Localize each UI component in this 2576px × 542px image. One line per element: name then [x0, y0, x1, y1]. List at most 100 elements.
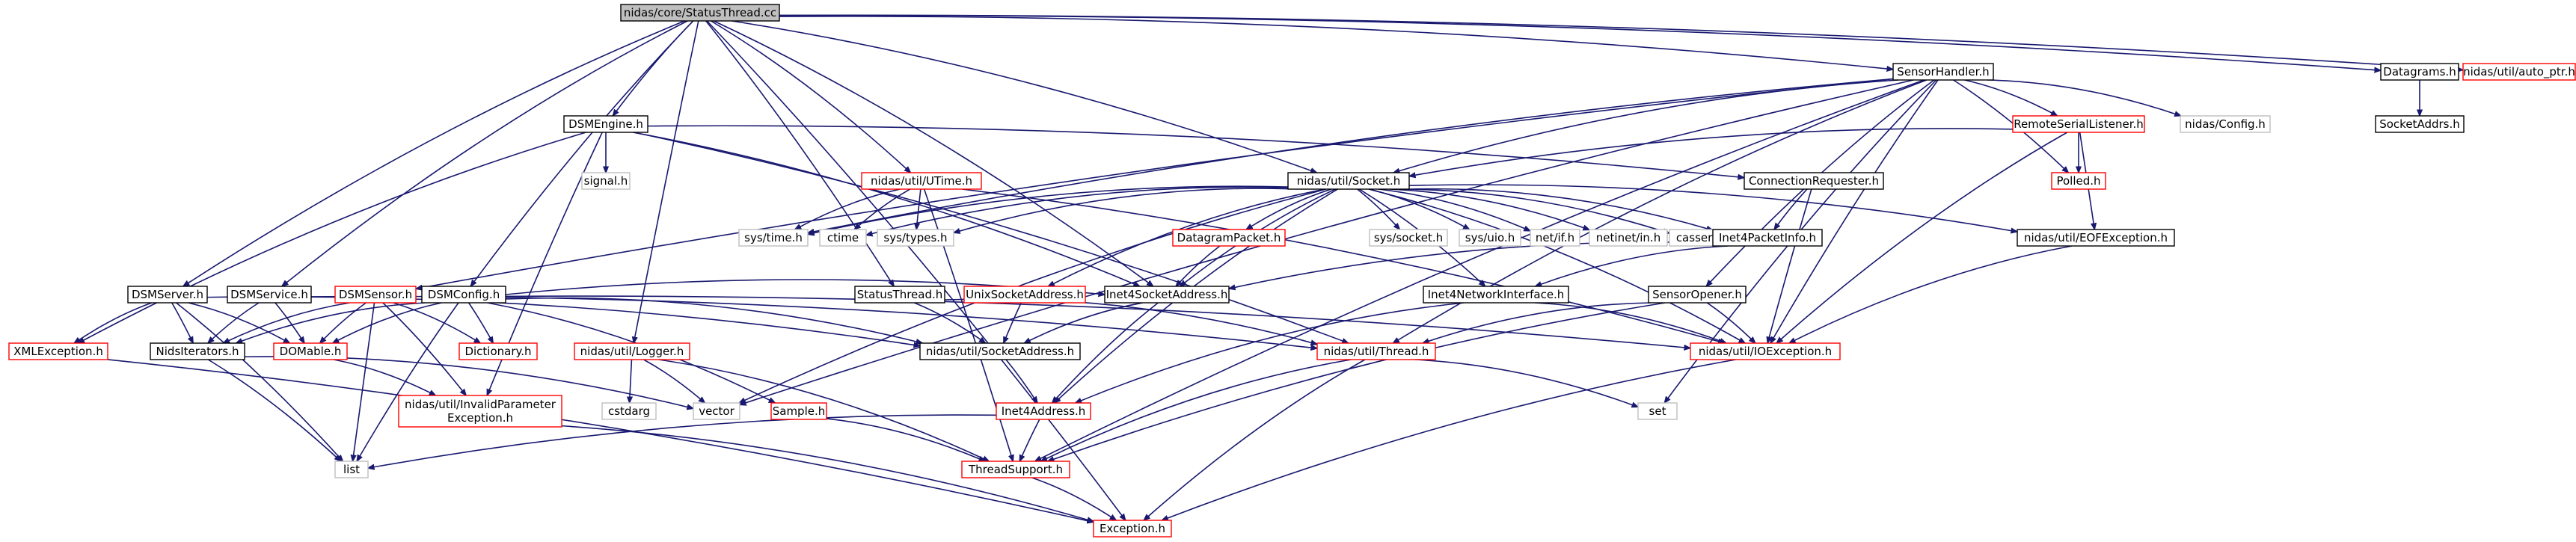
- node-netinetin[interactable]: netinet/in.h: [1589, 229, 1668, 247]
- node-sample[interactable]: Sample.h: [770, 402, 827, 420]
- node-inet4netif[interactable]: Inet4NetworkInterface.h: [1423, 286, 1569, 304]
- node-label-dsmsensor: DSMSensor.h: [339, 288, 412, 301]
- node-label-dsmserver: DSMServer.h: [132, 288, 203, 301]
- edge-socket-to-eofexception: [1408, 184, 2017, 232]
- edge-utime-to-threadsupport: [923, 188, 1013, 461]
- node-box-inet4address: [996, 402, 1091, 420]
- node-netif[interactable]: net/if.h: [1530, 229, 1580, 247]
- node-label-connreq: ConnectionRequester.h: [1749, 174, 1879, 188]
- node-utime[interactable]: nidas/util/UTime.h: [861, 172, 982, 190]
- edge-sensoropener-to-thread: [1423, 302, 1651, 343]
- node-dsmsensor[interactable]: DSMSensor.h: [334, 286, 417, 304]
- node-dsmengine[interactable]: DSMEngine.h: [563, 115, 648, 133]
- edge-root-to-utime: [711, 20, 910, 173]
- node-label-invalidparam: nidas/util/InvalidParameter: [405, 398, 556, 411]
- node-label-socket: nidas/util/Socket.h: [1297, 174, 1401, 188]
- node-statusthread[interactable]: StatusThread.h: [854, 286, 945, 304]
- edge-socket-to-systypes: [954, 188, 1289, 232]
- edge-socket-to-vector: [739, 188, 1327, 404]
- node-dsmservice[interactable]: DSMService.h: [227, 286, 312, 304]
- node-thread[interactable]: nidas/util/Thread.h: [1316, 342, 1436, 360]
- node-dictionary[interactable]: Dictionary.h: [459, 342, 538, 360]
- node-threadsupport[interactable]: ThreadSupport.h: [961, 461, 1070, 478]
- node-systime[interactable]: sys/time.h: [738, 229, 809, 247]
- node-socketaddrs[interactable]: SocketAddrs.h: [2375, 115, 2465, 133]
- edge-remoteserial-to-socket: [1409, 128, 2014, 176]
- node-root[interactable]: nidas/core/StatusThread.cc: [620, 4, 780, 22]
- node-polled[interactable]: Polled.h: [2051, 172, 2106, 190]
- edge-xmlexception-to-exception: [107, 359, 1094, 523]
- node-box-socketaddress: [919, 342, 1081, 360]
- node-label-ctime: ctime: [827, 231, 859, 244]
- edge-inet4socketaddress-to-inet4address: [1052, 302, 1159, 403]
- node-ctime[interactable]: ctime: [819, 229, 867, 247]
- edge-remoteserial-to-ioexception: [1776, 132, 2068, 343]
- node-datagrampacket[interactable]: DatagramPacket.h: [1172, 229, 1286, 247]
- node-xmlexception[interactable]: XMLException.h: [8, 342, 108, 360]
- node-dsmserver[interactable]: DSMServer.h: [127, 286, 208, 304]
- node-label-vector: vector: [699, 404, 735, 418]
- node-domable[interactable]: DOMable.h: [273, 342, 348, 360]
- edge-sensorhandler-to-systime: [808, 78, 1894, 233]
- node-sensorhandler[interactable]: SensorHandler.h: [1892, 63, 1994, 81]
- edge-root-to-dsmconfig: [470, 20, 694, 286]
- node-autoptr[interactable]: nidas/util/auto_ptr.h: [2462, 63, 2576, 81]
- node-dsmconfig[interactable]: DSMConfig.h: [421, 286, 506, 304]
- node-signal[interactable]: signal.h: [581, 172, 631, 190]
- edge-dsmserver-to-socketaddress: [206, 296, 920, 346]
- node-datagrams[interactable]: Datagrams.h: [2380, 63, 2459, 81]
- node-ioexception[interactable]: nidas/util/IOException.h: [1690, 342, 1841, 360]
- edge-socketaddress-to-inet4address: [1005, 359, 1037, 403]
- node-socket[interactable]: nidas/util/Socket.h: [1287, 172, 1410, 190]
- node-box-dsmserver: [127, 286, 208, 304]
- node-list[interactable]: list: [334, 461, 369, 478]
- edge-socket-to-unixsocketaddress: [1048, 188, 1325, 286]
- edge-socket-to-inet4packetinfo: [1408, 188, 1713, 230]
- node-logger[interactable]: nidas/util/Logger.h: [574, 342, 690, 360]
- node-nidasconfig[interactable]: nidas/Config.h: [2180, 115, 2271, 133]
- edge-sensoropener-to-threadsupport: [1048, 302, 1666, 461]
- node-syssocket[interactable]: sys/socket.h: [1369, 229, 1448, 247]
- node-label-inet4address: Inet4Address.h: [1002, 404, 1086, 418]
- node-inet4packetinfo[interactable]: Inet4PacketInfo.h: [1712, 229, 1823, 247]
- node-unixsocketaddress[interactable]: UnixSocketAddress.h: [963, 286, 1086, 304]
- edge-sensorhandler-to-dsmsensor: [416, 78, 1894, 289]
- node-inet4address[interactable]: Inet4Address.h: [996, 402, 1091, 420]
- edge-dsmsensor-to-invalidparam: [382, 302, 466, 395]
- node-label-netif: net/if.h: [1536, 231, 1574, 244]
- node-label-eofexception: nidas/util/EOFException.h: [2024, 231, 2168, 244]
- node-cstdarg[interactable]: cstdarg: [601, 402, 657, 420]
- edge-sensorhandler-to-ioexception: [1770, 79, 1939, 343]
- edge-socket-to-ctime: [866, 186, 1289, 235]
- node-systypes[interactable]: sys/types.h: [877, 229, 954, 247]
- node-label-nidasconfig: nidas/Config.h: [2185, 117, 2266, 131]
- node-label-nidsiterators: NidsIterators.h: [156, 345, 239, 358]
- node-vector[interactable]: vector: [693, 402, 740, 420]
- node-socketaddress[interactable]: nidas/util/SocketAddress.h: [919, 342, 1081, 360]
- node-sysuio[interactable]: sys/uio.h: [1459, 229, 1521, 247]
- node-sensoropener[interactable]: SensorOpener.h: [1648, 286, 1747, 304]
- node-label-utime: nidas/util/UTime.h: [871, 174, 972, 188]
- node-eofexception[interactable]: nidas/util/EOFException.h: [2017, 229, 2175, 247]
- node-set[interactable]: set: [1637, 402, 1678, 420]
- edge-sensorhandler-to-nidasconfig: [1987, 79, 2181, 116]
- node-label-statusthread: StatusThread.h: [857, 288, 943, 301]
- edge-dsmsensor-to-nidsiterators: [223, 302, 350, 344]
- node-exception[interactable]: Exception.h: [1093, 520, 1172, 538]
- node-box-dsmengine: [563, 115, 648, 133]
- node-inet4socketaddress[interactable]: Inet4SocketAddress.h: [1104, 286, 1230, 304]
- node-box-netinetin: [1589, 229, 1668, 247]
- node-box-utime: [861, 172, 982, 190]
- node-box-dsmservice: [227, 286, 312, 304]
- node-box-inet4packetinfo: [1712, 229, 1823, 247]
- node-remoteserial[interactable]: RemoteSerialListener.h: [2012, 115, 2145, 133]
- edge-thread-to-exception: [1144, 359, 1366, 520]
- node-box-connreq: [1744, 172, 1884, 190]
- edge-root-to-socket: [732, 20, 1316, 173]
- node-box-eofexception: [2017, 229, 2175, 247]
- node-box-sensoropener: [1648, 286, 1747, 304]
- node-nidsiterators[interactable]: NidsIterators.h: [150, 342, 245, 360]
- edge-sensorhandler-to-threadsupport: [1035, 79, 1925, 461]
- node-connreq[interactable]: ConnectionRequester.h: [1744, 172, 1884, 190]
